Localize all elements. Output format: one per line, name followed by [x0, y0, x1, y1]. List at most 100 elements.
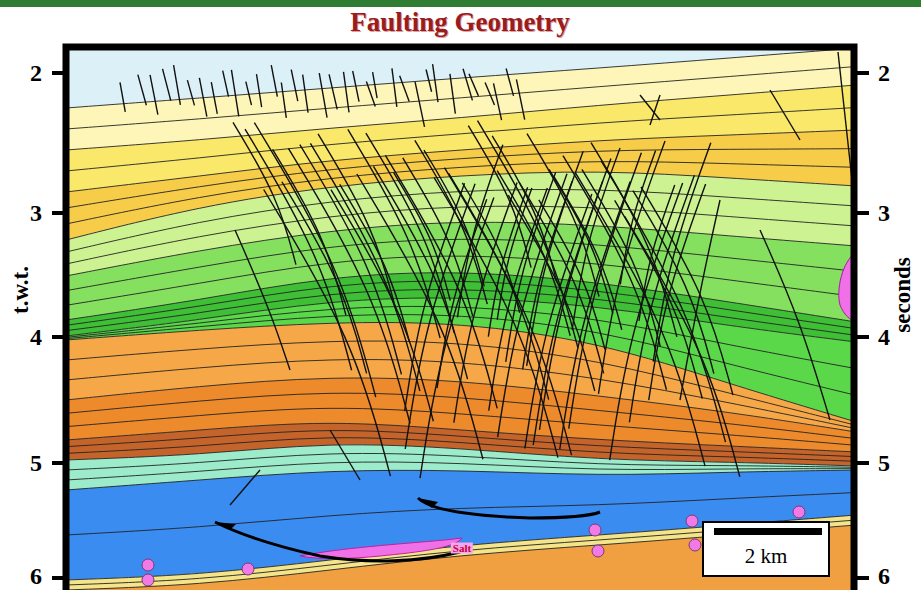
fault-line	[639, 185, 675, 321]
fault-line	[506, 68, 513, 95]
horizon-line	[66, 493, 854, 536]
fault-line	[433, 64, 438, 102]
fault-line	[373, 72, 377, 98]
axis-label: 6	[30, 564, 42, 588]
axis-tick	[52, 461, 64, 465]
horizon-line	[66, 470, 854, 490]
thrust-fault	[215, 522, 460, 561]
fault-line	[300, 145, 402, 375]
horizon-line	[66, 520, 854, 585]
fault-line	[392, 68, 397, 106]
layers	[66, 48, 854, 590]
fault-line	[516, 79, 524, 119]
fault-line	[211, 82, 217, 114]
fault-line	[770, 90, 800, 140]
fault-line	[506, 172, 556, 362]
fault-line	[463, 69, 472, 101]
fault-line	[450, 74, 455, 114]
axis-tick	[857, 71, 869, 75]
fault-line	[329, 74, 337, 109]
fault-line	[569, 153, 642, 429]
horizon-line	[66, 48, 854, 108]
fault-line	[230, 470, 260, 505]
fault-line	[478, 121, 578, 348]
axis-tick	[52, 211, 64, 215]
axis-label: 2	[30, 61, 42, 85]
thrust-arrow	[215, 522, 236, 530]
fault-line	[174, 65, 181, 105]
scale-bar	[706, 526, 826, 540]
fault-line	[485, 82, 494, 105]
marker-dot	[689, 539, 701, 551]
scale-box: 2 km	[702, 521, 830, 577]
fault-line	[282, 182, 367, 374]
horizon-line	[66, 423, 854, 452]
horizon-line	[66, 393, 854, 438]
axis-title: seconds	[891, 257, 914, 332]
marker-dot	[592, 545, 604, 557]
fault-line	[649, 184, 706, 400]
fault-line	[291, 70, 298, 101]
marker-dot	[686, 515, 698, 527]
fault-line	[353, 71, 359, 102]
horizon-line	[66, 323, 854, 422]
fault-line	[331, 190, 433, 422]
fault-line	[235, 230, 290, 370]
axis-label: 5	[878, 451, 890, 475]
fault-line	[560, 182, 630, 450]
fault-line	[610, 183, 683, 460]
fault-line	[256, 74, 261, 107]
title: Faulting Geometry	[350, 9, 570, 36]
axis-tick	[857, 576, 869, 580]
section-frame	[66, 47, 854, 590]
fault-line	[366, 133, 454, 333]
fault-line	[310, 143, 419, 391]
axis-tick	[52, 576, 64, 580]
axis-label: 4	[878, 325, 890, 349]
fault-line	[680, 200, 720, 400]
fault-line	[497, 188, 532, 320]
fault-line	[498, 174, 567, 437]
fault-line	[527, 151, 584, 366]
horizon-line	[66, 130, 854, 192]
fault-line	[246, 82, 252, 106]
axis-tick	[857, 211, 869, 215]
fault-line	[187, 80, 194, 105]
fault-line	[163, 69, 171, 101]
fault-line	[231, 70, 238, 116]
fault-line	[288, 148, 410, 423]
fault-line	[640, 95, 660, 120]
fault-line	[120, 82, 125, 112]
horizon-line	[66, 360, 854, 429]
fault-line	[273, 149, 346, 315]
scale-bar	[714, 528, 822, 535]
horizon-line	[66, 85, 854, 150]
fault-line	[469, 74, 478, 96]
fault-line	[254, 123, 375, 398]
fault-line	[405, 184, 475, 449]
fault-line	[454, 183, 517, 423]
horizon-line	[66, 172, 854, 240]
fault-line	[572, 148, 620, 330]
axis-label: 5	[30, 451, 42, 475]
fault-line	[138, 75, 147, 106]
horizon-line	[66, 515, 854, 580]
fault-line	[281, 82, 286, 117]
axis-tick	[52, 71, 64, 75]
salt-label: Salt	[451, 543, 473, 554]
axis-tick	[857, 335, 869, 339]
fault-line	[344, 72, 350, 112]
scale-label: 2 km	[704, 523, 828, 567]
fault-line	[598, 141, 665, 394]
fault-line	[653, 143, 711, 362]
marker-dot	[589, 524, 601, 536]
axis-label: 6	[878, 564, 890, 588]
fault-line	[760, 230, 830, 420]
horizon-line	[66, 108, 854, 172]
fault-line	[373, 166, 467, 379]
fault-line	[525, 194, 592, 449]
axis-tick	[857, 461, 869, 465]
fault-line	[319, 73, 327, 117]
